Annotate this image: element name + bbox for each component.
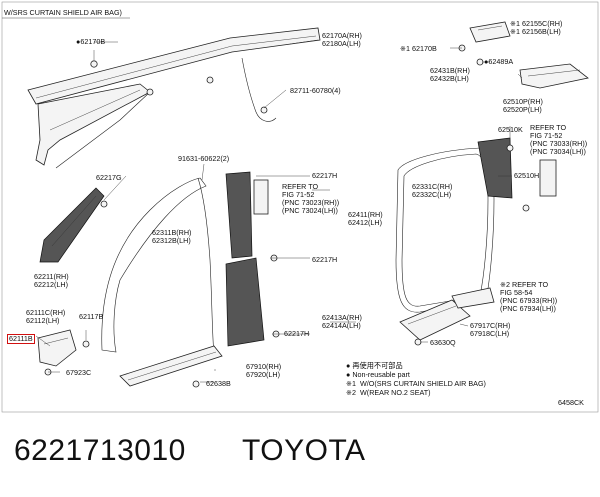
label-62510K[interactable]: 62510K — [498, 125, 523, 134]
part-62510 — [477, 137, 557, 212]
label-67923C[interactable]: 67923C — [66, 368, 92, 377]
legend: ● 再使用不可部品 ● Non-reusable part ※1 W/O(SRS… — [346, 362, 486, 397]
catalog-code: 6458CK — [558, 398, 584, 407]
part-62111C — [37, 329, 90, 376]
label-ref-71-52-a[interactable]: REFER TO FIG 71-52 (PNC 73023(RH)) (PNC … — [282, 182, 340, 215]
clip-62170B — [90, 60, 98, 68]
label-62411[interactable]: 62411(RH) 62412(LH) — [348, 210, 383, 227]
label-62170B-a[interactable]: ●62170B — [76, 37, 106, 46]
weatherstrip-62331C — [395, 147, 495, 313]
legend-line-1: ● 再使用不可部品 — [346, 361, 403, 370]
label-62413A[interactable]: 62413A(RH) 62414A(LH) — [322, 313, 362, 330]
leader-lines — [35, 39, 523, 383]
legend-line-4: ※2 W(REAR NO.2 SEAT) — [346, 388, 431, 397]
part-62155C — [458, 21, 511, 52]
label-62111C[interactable]: 62111C(RH) 62112(LH) — [26, 308, 66, 325]
part-62431B — [476, 58, 589, 89]
label-62117B[interactable]: 62117B — [79, 312, 104, 321]
label-ref-58-54[interactable]: ※2 REFER TO FIG 58-54 (PNC 67933(RH)) (P… — [500, 280, 558, 313]
label-62431B[interactable]: 62431B(RH) 62432B(LH) — [430, 66, 470, 83]
label-62311B[interactable]: 62311B(RH) 62312B(LH) — [152, 228, 192, 245]
label-ref-71-52-b[interactable]: REFER TO FIG 71-52 (PNC 73033(RH)) (PNC … — [530, 123, 588, 156]
part-number: 6221713010 — [14, 434, 186, 467]
label-62510H[interactable]: 62510H — [514, 171, 540, 180]
label-62170B-b[interactable]: ※1 62170B — [400, 44, 437, 53]
roof-rail-airbag — [27, 27, 321, 169]
label-62217H-b[interactable]: 62217H — [312, 255, 338, 264]
label-62638B[interactable]: 62638B — [206, 379, 231, 388]
label-62217G[interactable]: 62217G — [96, 173, 122, 182]
label-62331C[interactable]: 62331C(RH) 62332C(LH) — [412, 182, 453, 199]
label-62510P[interactable]: 62510P(RH) 62520P(LH) — [503, 97, 543, 114]
part-62211 — [39, 187, 108, 263]
label-67910[interactable]: 67910(RH) 67920(LH) — [246, 362, 282, 379]
brand-name: TOYOTA — [242, 434, 366, 467]
label-62111B-highlighted[interactable]: 62111B — [7, 334, 35, 344]
part-67917C — [399, 287, 495, 346]
label-62211[interactable]: 62211(RH) 62212(LH) — [34, 272, 69, 289]
label-63630Q[interactable]: 63630Q — [430, 338, 456, 347]
weatherstrip-62311B — [101, 177, 207, 353]
label-82711[interactable]: 82711-60780(4) — [290, 86, 341, 95]
diagram-frame — [1, 1, 599, 413]
label-62217H-c[interactable]: 62217H — [284, 329, 310, 338]
label-91631[interactable]: 91631-60622(2) — [178, 154, 230, 163]
legend-line-2: ● Non-reusable part — [346, 370, 410, 379]
label-62217H-a[interactable]: 62217H — [312, 171, 338, 180]
part-62413A — [225, 257, 280, 347]
diagram-title: W/SRS CURTAIN SHIELD AIR BAG) — [4, 8, 122, 17]
part-62411 — [225, 171, 278, 262]
label-62489A[interactable]: ●62489A — [484, 57, 514, 66]
label-67917C[interactable]: 67917C(RH) 67918C(LH) — [470, 321, 511, 338]
part-67910 — [119, 345, 223, 388]
label-62170A[interactable]: 62170A(RH) 62180A(LH) — [322, 31, 362, 48]
legend-line-3: ※1 W/O(SRS CURTAIN SHIELD AIR BAG) — [346, 379, 486, 388]
label-62155C[interactable]: ※1 62155C(RH) ※1 62156B(LH) — [510, 19, 563, 36]
